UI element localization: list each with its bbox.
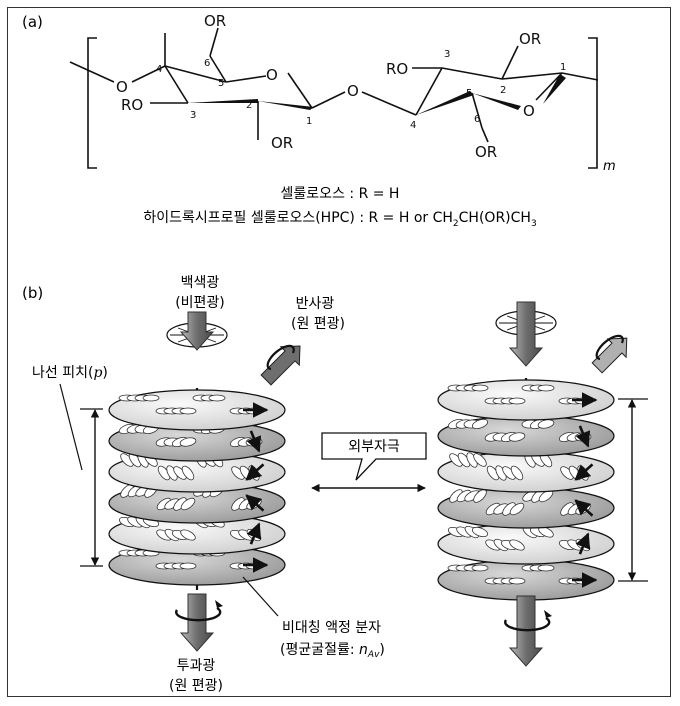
right-molecule bbox=[473, 453, 487, 467]
left-director-4 bbox=[245, 494, 265, 512]
right-molecule bbox=[537, 564, 555, 572]
left-c4: 4 bbox=[156, 64, 162, 75]
left-link-o: O bbox=[116, 78, 128, 96]
incident-arrow-icon-right bbox=[508, 301, 544, 367]
left-glucose-ring bbox=[69, 27, 346, 140]
left-c1: 1 bbox=[306, 116, 312, 127]
left-molecule bbox=[180, 497, 196, 511]
left-top-or: OR bbox=[204, 12, 226, 30]
reflected-light-label: 반사광 bbox=[296, 296, 335, 312]
right-director-3 bbox=[574, 463, 594, 481]
right-molecule bbox=[509, 539, 525, 551]
right-molecule bbox=[471, 526, 489, 538]
right-director-2 bbox=[575, 425, 591, 448]
unpolarized-label: (비편광) bbox=[175, 295, 225, 311]
right-ro: RO bbox=[386, 60, 408, 78]
molecule-label: 비대칭 액정 분자 bbox=[282, 620, 381, 636]
pitch-label: 나선 피치(p) bbox=[32, 365, 108, 381]
left-director-3 bbox=[245, 463, 265, 481]
right-molecule bbox=[508, 397, 526, 405]
white-light-label: 백색광 bbox=[181, 275, 220, 291]
right-c4: 4 bbox=[410, 120, 416, 131]
left-molecule bbox=[179, 437, 197, 447]
right-molecule bbox=[508, 577, 526, 585]
repeat-subscript-m: m bbox=[603, 159, 616, 174]
right-molecule bbox=[471, 384, 489, 392]
right-c6: 6 bbox=[474, 114, 480, 125]
stimulus-callout bbox=[321, 432, 427, 481]
right-c1: 1 bbox=[560, 62, 566, 73]
left-molecule bbox=[142, 394, 160, 402]
right-molecule bbox=[508, 432, 526, 442]
right-glucose-ring bbox=[361, 45, 599, 143]
left-ring-o: O bbox=[266, 66, 278, 84]
left-molecule bbox=[179, 562, 197, 570]
reflected-arrow-icon-rotation bbox=[266, 344, 295, 371]
left-bracket bbox=[87, 37, 97, 169]
right-director-4 bbox=[574, 499, 594, 517]
right-c3: 3 bbox=[444, 49, 450, 60]
transmitted-polarization-label: (원 편광) bbox=[169, 678, 223, 694]
right-molecule bbox=[510, 465, 524, 481]
left-molecule bbox=[180, 529, 196, 541]
rotation-icon-right bbox=[504, 616, 551, 632]
stimulus-label: 외부자극 bbox=[348, 439, 400, 455]
right-bottom-or: OR bbox=[475, 143, 497, 161]
reflected-arrow-icon-right-rotation bbox=[595, 334, 624, 361]
left-c2: 2 bbox=[246, 100, 252, 111]
right-c5: 5 bbox=[466, 88, 472, 99]
reflected-polarization-label: (원 편광) bbox=[291, 316, 345, 332]
transmitted-light-label: 투과광 bbox=[177, 658, 216, 674]
left-director-5 bbox=[246, 522, 262, 545]
pitch-leader-line bbox=[59, 383, 83, 471]
right-bracket bbox=[588, 37, 598, 169]
left-bottom-or: OR bbox=[271, 134, 293, 152]
molecule-leader-line bbox=[242, 576, 279, 617]
right-wedge bbox=[543, 74, 566, 104]
left-c3: 3 bbox=[190, 110, 196, 121]
figure-frame bbox=[7, 7, 671, 697]
right-molecule bbox=[537, 384, 555, 392]
right-director-5 bbox=[575, 532, 591, 555]
rotation-icon-right-head bbox=[544, 610, 552, 618]
left-c6: 6 bbox=[204, 58, 210, 69]
left-molecule bbox=[179, 407, 197, 415]
left-director-2 bbox=[246, 430, 262, 453]
right-top-or: OR bbox=[519, 30, 541, 48]
refractive-index-label: (평균굴절률: nAv) bbox=[280, 642, 385, 660]
left-molecule bbox=[181, 465, 195, 481]
transmitted-arrow-icon-left bbox=[179, 593, 215, 652]
panel-a-label: (a) bbox=[22, 13, 43, 31]
rotation-icon-left bbox=[175, 606, 222, 622]
right-molecule bbox=[471, 564, 489, 572]
helix-stack-right bbox=[437, 301, 628, 667]
right-molecule bbox=[509, 502, 525, 516]
left-molecule bbox=[208, 394, 226, 402]
caption-cellulose: 셀룰로오스 : R = H bbox=[281, 186, 400, 202]
left-c5: 5 bbox=[218, 78, 224, 89]
right-ring-o: O bbox=[523, 102, 535, 120]
rotation-icon-left-head bbox=[215, 600, 223, 608]
caption-hpc: 하이드록시프로필 셀룰로오스(HPC) : R = H or CH2CH(OR)… bbox=[143, 210, 536, 229]
panel-b-label: (b) bbox=[22, 284, 43, 302]
incident-arrow-icon bbox=[179, 311, 215, 351]
reflected-arrow-icon bbox=[260, 345, 301, 386]
helix-stack-left bbox=[108, 311, 301, 652]
reflected-arrow-icon-right bbox=[591, 337, 628, 374]
glycosidic-o: O bbox=[347, 82, 359, 100]
left-ro: RO bbox=[121, 96, 143, 114]
right-molecule bbox=[471, 418, 489, 430]
right-c2: 2 bbox=[500, 85, 506, 96]
